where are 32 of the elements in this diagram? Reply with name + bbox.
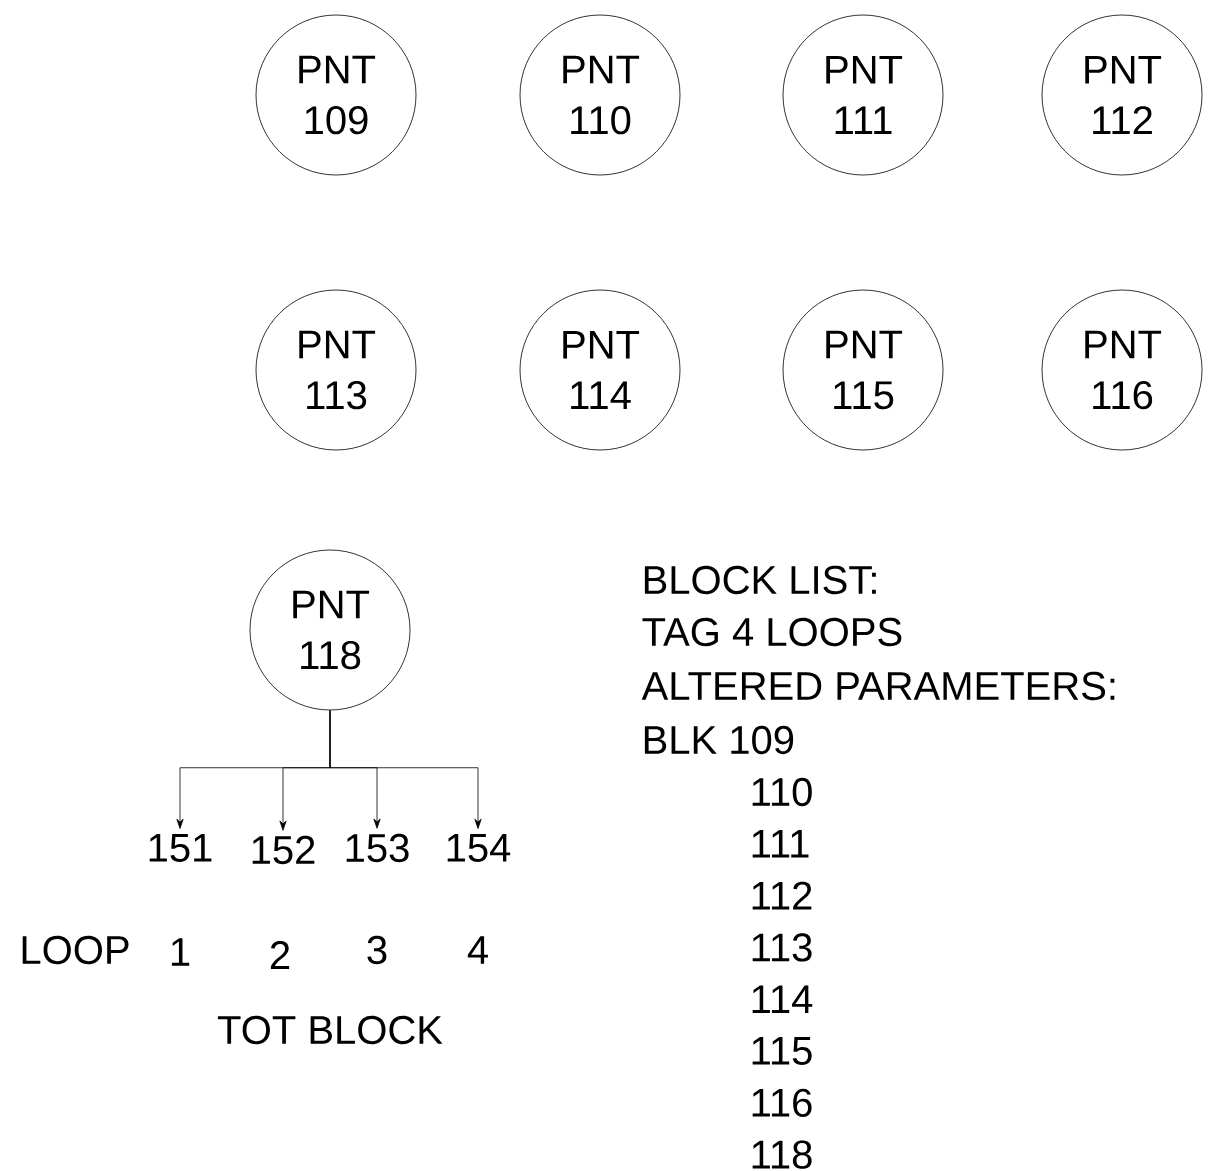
circle-node: PNT 114 bbox=[519, 289, 681, 451]
arrow bbox=[329, 710, 482, 829]
circle-node: PNT 110 bbox=[519, 14, 681, 176]
text-label: 111 bbox=[752, 830, 809, 858]
text-label: TAG 4 LOOPS bbox=[642, 617, 902, 647]
target-number: 154 bbox=[447, 834, 511, 862]
text-label: 4 bbox=[467, 936, 488, 964]
text-label: ALTERED PARAMETERS: bbox=[641, 671, 1115, 701]
text-label: 2 bbox=[270, 941, 290, 969]
text-label: 113 bbox=[752, 933, 812, 962]
circle-node: PNT 112 bbox=[1041, 14, 1203, 176]
text-label: 115 bbox=[752, 1037, 812, 1065]
text-label: 112 bbox=[752, 881, 812, 910]
circle-node: PNT 113 bbox=[255, 289, 417, 451]
circle-node: PNT 109 bbox=[255, 14, 417, 176]
target-number: 151 bbox=[149, 834, 212, 862]
target-number: 152 bbox=[252, 835, 315, 865]
circle-node: PNT 116 bbox=[1041, 289, 1203, 451]
text-label: 114 bbox=[752, 985, 813, 1013]
target-number: 153 bbox=[346, 833, 409, 863]
text-label: BLOCK LIST: bbox=[644, 565, 876, 595]
text-label: 3 bbox=[367, 935, 387, 965]
text-label: 116 bbox=[752, 1088, 812, 1117]
text-label: TOT BLOCK bbox=[217, 1015, 443, 1045]
circle-node: PNT 111 bbox=[782, 14, 944, 176]
text-label: LOOP bbox=[22, 935, 129, 965]
text-label: 110 bbox=[752, 777, 812, 807]
circle-node: PNT 115 bbox=[782, 289, 944, 451]
text-label: 1 bbox=[171, 938, 190, 966]
text-label: 118 bbox=[752, 1140, 812, 1169]
circle-node: PNT 118 bbox=[249, 549, 411, 711]
text-label: BLK 109 bbox=[644, 725, 794, 755]
